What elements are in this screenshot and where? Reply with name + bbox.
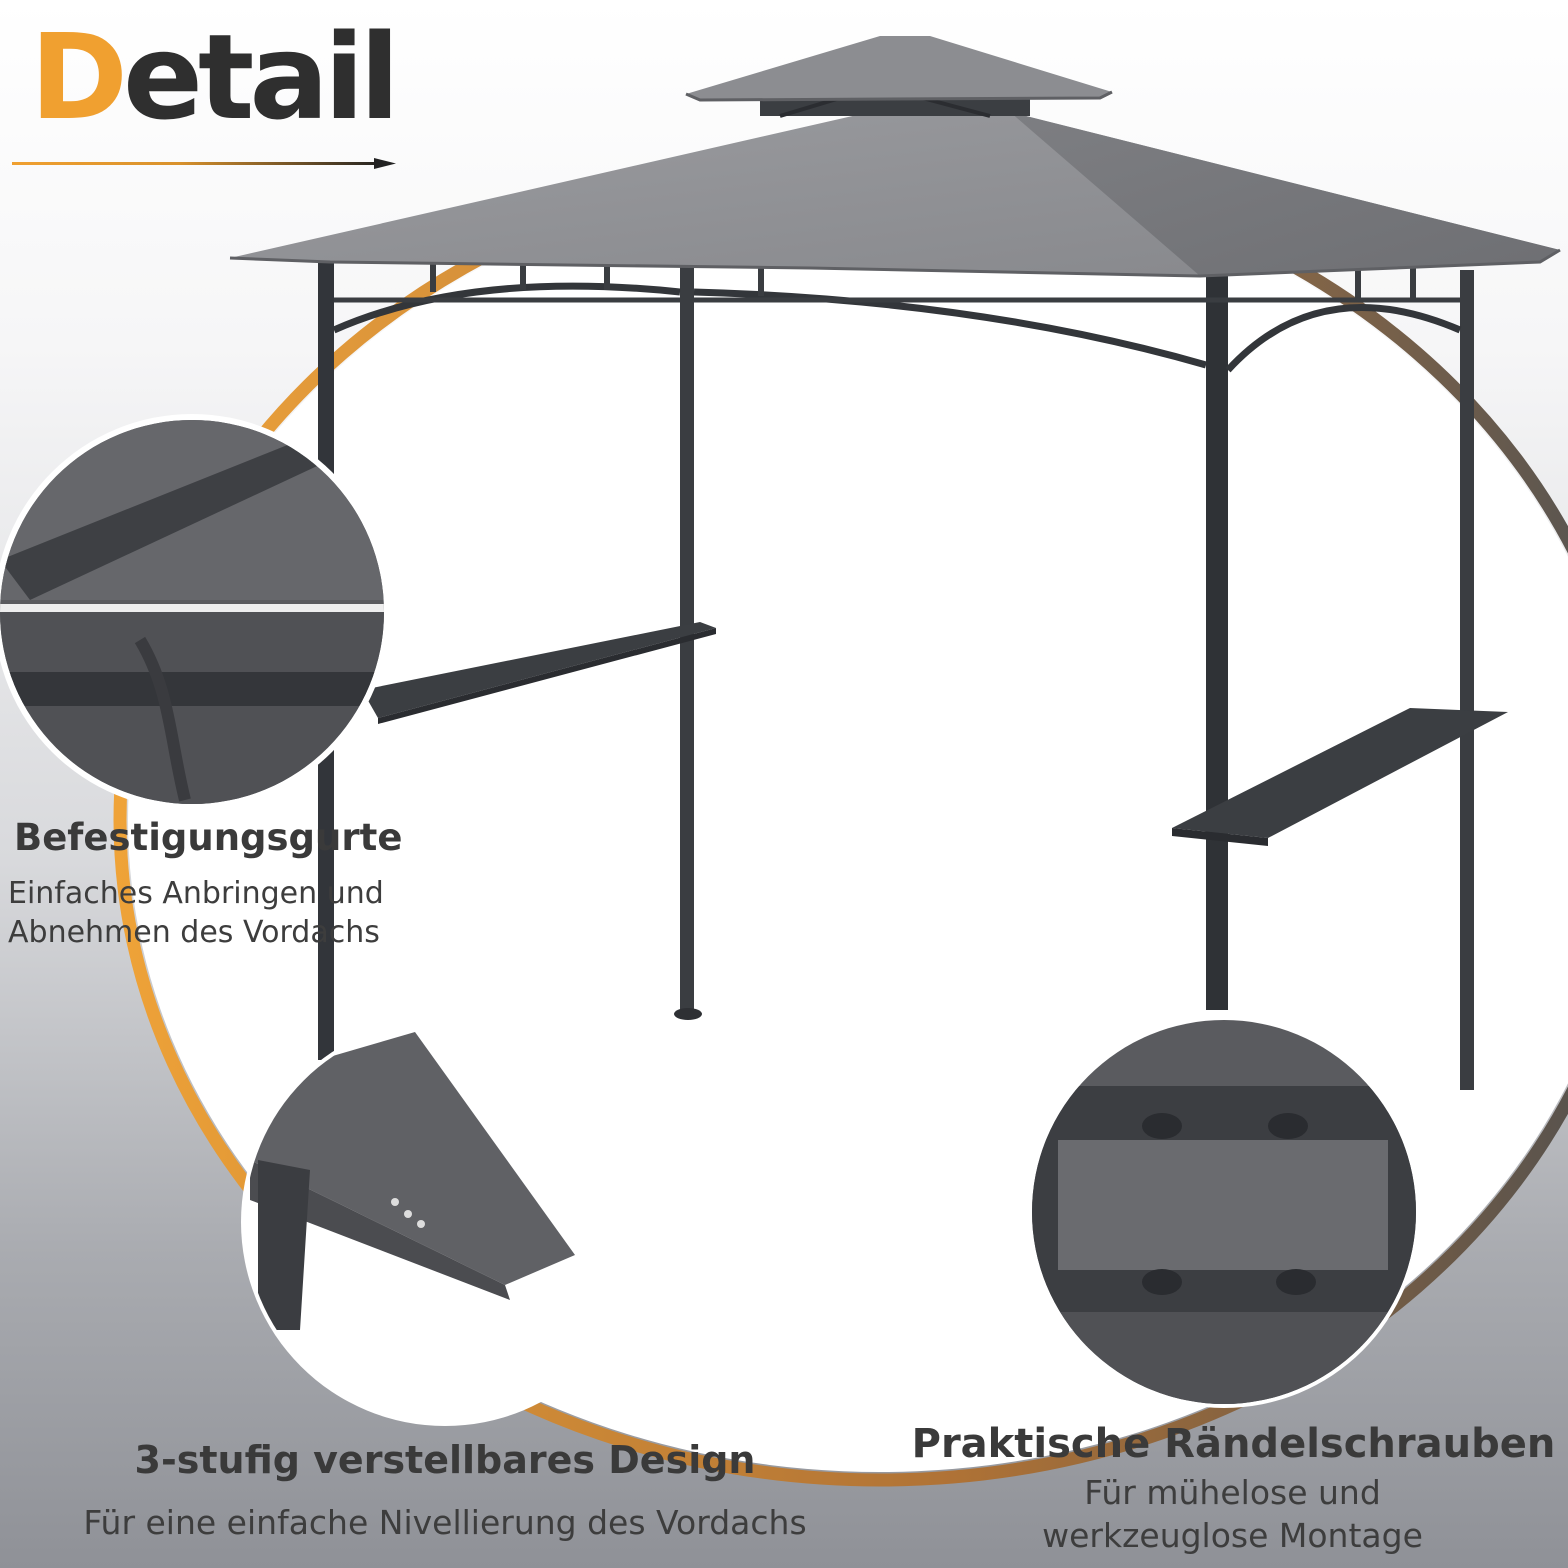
detail-screws-image (1028, 1016, 1420, 1408)
feature-strap-description: Einfaches Anbringen und Abnehmen des Vor… (8, 874, 384, 952)
feature-screws-desc-line: werkzeuglose Montage (1042, 1515, 1423, 1555)
feature-strap-title: Befestigungsgurte (14, 816, 403, 859)
feature-screws-description: Für mühelose und werkzeuglose Montage (930, 1472, 1535, 1558)
feature-screws-title: Praktische Rändelschrauben (911, 1421, 1556, 1467)
feature-strap-desc-line: Abnehmen des Vordachs (8, 915, 380, 950)
feature-adjust-desc-line: Für eine einfache Nivellierung des Vorda… (83, 1503, 807, 1542)
feature-strap-desc-line: Einfaches Anbringen und (8, 876, 384, 911)
title-underline-arrow (12, 158, 396, 169)
detail-strap-image (0, 414, 390, 810)
detail-adjust-image (241, 1018, 649, 1426)
title-rest: etail (122, 8, 400, 146)
title-first-letter: D (30, 8, 128, 146)
page-title: Detail (30, 18, 400, 136)
feature-adjust-description: Für eine einfache Nivellierung des Vorda… (0, 1502, 890, 1545)
feature-screws-desc-line: Für mühelose und (1084, 1473, 1381, 1512)
feature-adjust-title: 3-stufig verstellbares Design (134, 1438, 756, 1482)
gazebo-illustration (229, 36, 1561, 1090)
